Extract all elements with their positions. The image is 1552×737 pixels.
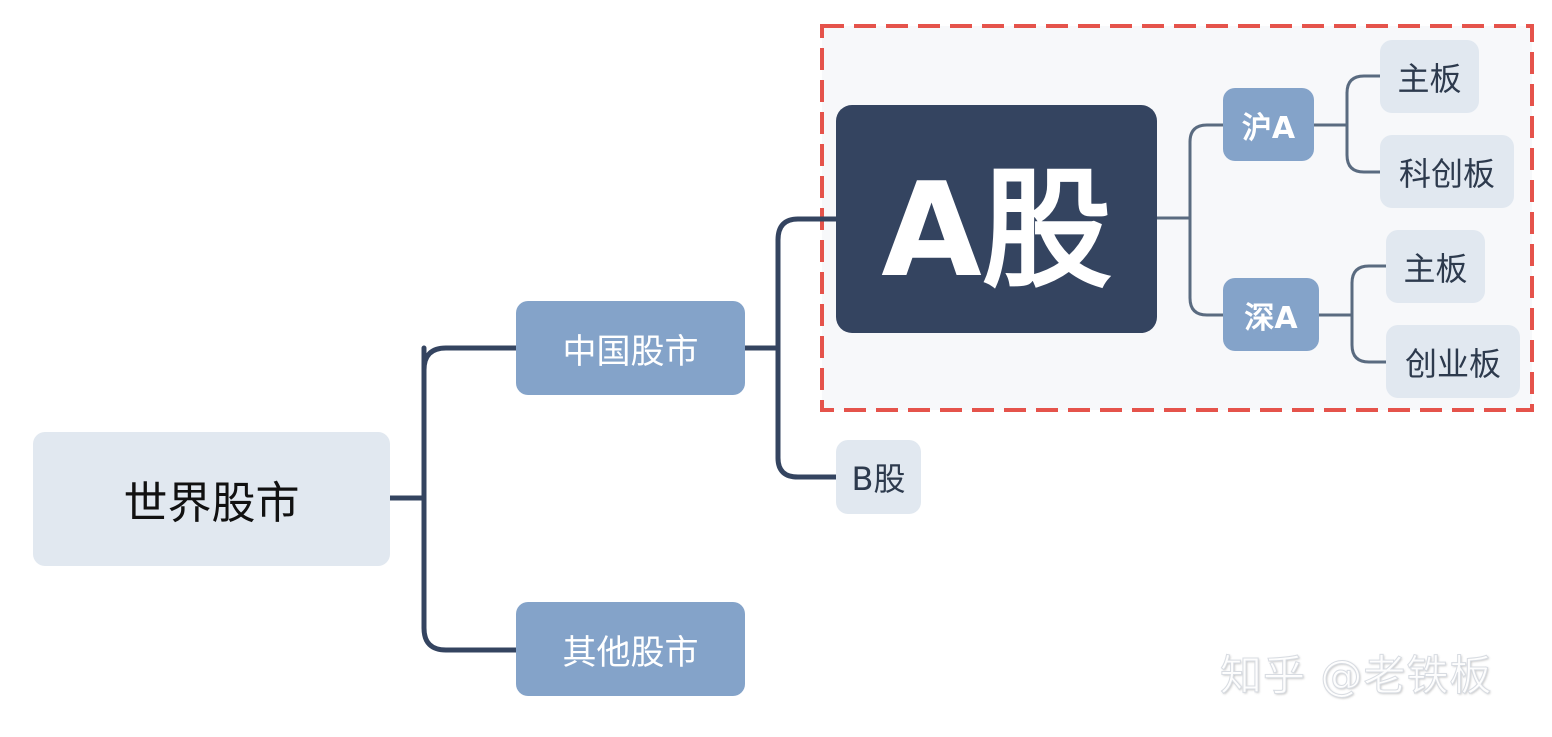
connector-hu-to-star [1345, 91, 1382, 174]
branch-connectors [1155, 74, 1388, 364]
shanghai-main-board-label: 主板 [1397, 59, 1462, 98]
china-market-node[interactable]: 中国股市 [516, 301, 745, 395]
zhihu-watermark: 知乎 @老铁板 [1219, 651, 1493, 701]
star-market-label: 科创板 [1398, 154, 1495, 193]
star-market-node[interactable]: 科创板 [1380, 135, 1514, 208]
shanghai-a-node[interactable]: 沪A [1223, 88, 1314, 161]
connector-a-to-hu [1188, 123, 1225, 144]
root-node-label: 世界股市 [123, 478, 300, 529]
connector-hu-to-main [1345, 74, 1382, 95]
chinext-label: 创业板 [1404, 344, 1501, 383]
chinext-node[interactable]: 创业板 [1386, 325, 1520, 398]
other-market-label: 其他股市 [562, 632, 699, 673]
shenzhen-main-board-node[interactable]: 主板 [1386, 230, 1485, 303]
connector-china-to-a [775, 216, 839, 243]
trunk-connectors [387, 216, 839, 653]
connector-root-to-other [421, 345, 519, 653]
b-share-label: B股 [851, 460, 906, 498]
a-share-node[interactable]: A股 [836, 105, 1157, 333]
shenzhen-a-label: 深A [1244, 300, 1298, 336]
connector-shen-to-main [1350, 264, 1388, 285]
other-market-node[interactable]: 其他股市 [516, 602, 745, 696]
b-share-node[interactable]: B股 [836, 440, 921, 514]
shanghai-a-label: 沪A [1241, 110, 1296, 146]
connector-root-to-china [421, 345, 519, 373]
connector-china-to-b [775, 237, 839, 480]
root-node[interactable]: 世界股市 [33, 432, 390, 566]
shanghai-main-board-node[interactable]: 主板 [1380, 40, 1479, 113]
a-share-label: A股 [881, 154, 1112, 306]
connector-a-to-shen [1188, 140, 1225, 317]
shenzhen-a-node[interactable]: 深A [1223, 278, 1319, 351]
china-market-label: 中国股市 [562, 331, 699, 372]
shenzhen-main-board-label: 主板 [1403, 249, 1468, 288]
connector-shen-to-chinext [1350, 281, 1388, 364]
